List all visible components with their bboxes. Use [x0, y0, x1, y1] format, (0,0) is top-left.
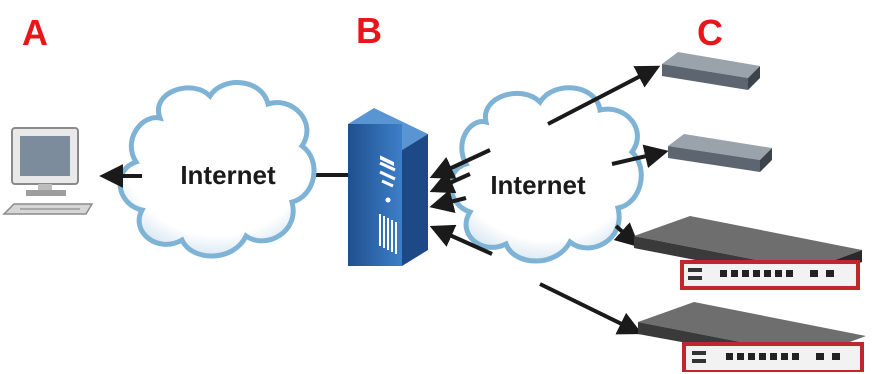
arrow-to-device-2	[611, 144, 669, 169]
arrow-to-device-4	[539, 282, 643, 335]
security-appliance-icon	[634, 216, 862, 290]
label-b: B	[356, 10, 382, 51]
cloud-label-left: Internet	[180, 160, 276, 190]
computer-icon	[2, 127, 94, 215]
security-appliance-icon	[638, 302, 866, 372]
cloud-label-right: Internet	[490, 170, 586, 200]
internet-cloud-right: Internet	[448, 85, 644, 264]
internet-cloud-left: Internet	[117, 80, 317, 259]
label-c: C	[697, 12, 723, 53]
arrow-to-device-3	[613, 222, 640, 248]
label-a: A	[22, 12, 48, 53]
network-device-icon	[662, 52, 760, 90]
arrow-to-server-2	[429, 171, 471, 194]
server-icon	[348, 108, 428, 266]
network-device-icon	[668, 134, 772, 172]
arrow-to-server-3	[429, 189, 467, 213]
arrow-to-device-1	[547, 65, 661, 126]
arrow-to-server-4	[429, 224, 493, 256]
